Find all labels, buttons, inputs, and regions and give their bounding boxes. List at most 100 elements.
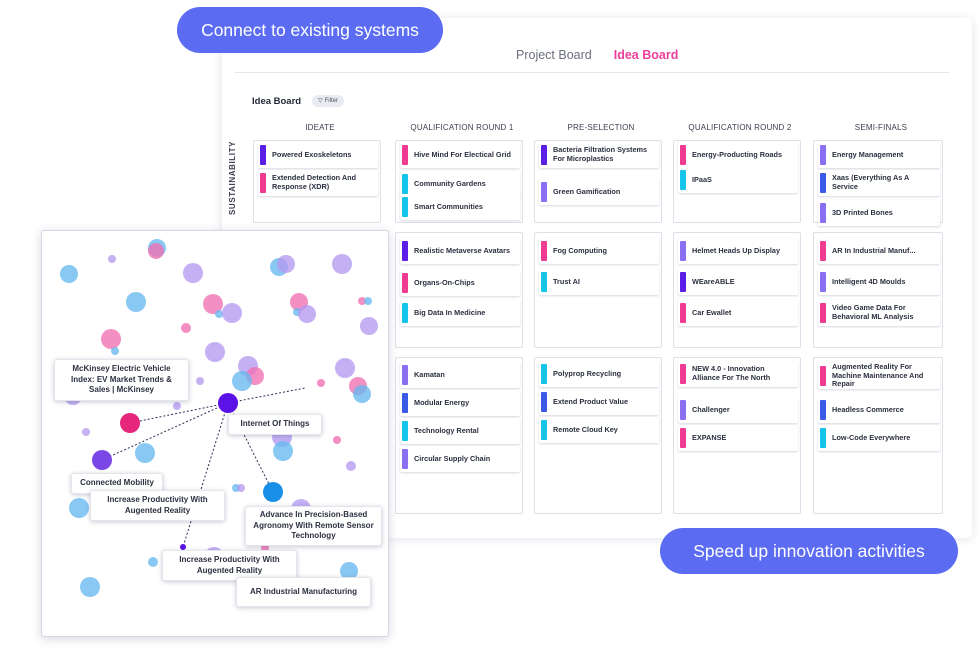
network-bubble[interactable] (237, 484, 245, 492)
network-bubble[interactable] (183, 263, 203, 283)
card-color-bar (820, 400, 826, 420)
idea-card[interactable]: Powered Exoskeletons (258, 142, 378, 168)
card-title: Modular Energy (414, 397, 470, 407)
idea-card[interactable]: Smart Communities (400, 194, 520, 220)
network-bubble[interactable] (205, 342, 225, 362)
network-bubble[interactable] (335, 358, 355, 378)
network-node-highlight[interactable] (92, 450, 112, 470)
card-color-bar (402, 145, 408, 165)
idea-card[interactable]: Circular Supply Chain (400, 446, 520, 472)
network-node-label[interactable]: Increase Productivity With Augented Real… (162, 550, 297, 581)
idea-card[interactable]: WEareABLE (678, 269, 798, 295)
network-bubble[interactable] (346, 461, 356, 471)
card-title: Video Game Data For Behavioral ML Analys… (832, 303, 914, 321)
network-bubble[interactable] (82, 428, 90, 436)
network-bubble[interactable] (196, 377, 204, 385)
idea-card[interactable]: Green Gamification (539, 179, 659, 205)
network-bubble[interactable] (298, 305, 316, 323)
idea-card[interactable]: AR In Industrial Manuf... (818, 238, 940, 264)
card-title: Energy-Producting Roads (692, 149, 783, 159)
idea-card[interactable]: Augmented Reality For Machine Maintenanc… (818, 362, 940, 389)
idea-card[interactable]: Low-Code Everywhere (818, 425, 940, 451)
idea-card[interactable]: Challenger (678, 397, 798, 423)
idea-card[interactable]: Hive Mind For Electical Grid (400, 142, 520, 168)
tab-project-board[interactable]: Project Board (516, 48, 592, 62)
idea-card[interactable]: 3D Printed Bones (818, 200, 940, 226)
idea-card[interactable]: Trust AI (539, 269, 659, 295)
network-bubble[interactable] (181, 323, 191, 333)
network-node-label[interactable]: Internet Of Things (228, 414, 322, 435)
idea-card[interactable]: Community Gardens (400, 171, 520, 197)
network-bubble[interactable] (148, 557, 158, 567)
network-node-label[interactable]: AR Industrial Manufacturing (236, 577, 371, 607)
network-bubble[interactable] (317, 379, 325, 387)
idea-card[interactable]: Modular Energy (400, 390, 520, 416)
idea-card[interactable]: NEW 4.0 - Innovation Alliance For The No… (678, 361, 798, 387)
card-title: Green Gamification (553, 186, 621, 196)
idea-card[interactable]: Organs-On-Chips (400, 270, 520, 296)
card-color-bar (402, 273, 408, 293)
network-bubble[interactable] (232, 371, 252, 391)
card-color-bar (680, 400, 686, 420)
network-node-label[interactable]: Increase Productivity With Augented Real… (90, 490, 225, 521)
network-bubble[interactable] (60, 265, 78, 283)
network-node-label[interactable]: Advance In Precision-Based Agronomy With… (245, 506, 382, 546)
network-bubble[interactable] (111, 347, 119, 355)
network-bubble[interactable] (222, 303, 242, 323)
idea-card[interactable]: Extended Detection And Response (XDR) (258, 170, 378, 196)
board-cell: AR In Industrial Manuf... Intelligent 4D … (813, 232, 943, 348)
network-bubble[interactable] (148, 243, 164, 259)
idea-card[interactable]: Energy Management (818, 142, 940, 168)
idea-card[interactable]: EXPANSE (678, 425, 798, 451)
idea-card[interactable]: Technology Rental (400, 418, 520, 444)
filter-icon: ▽ (318, 98, 323, 104)
idea-card[interactable]: Headless Commerce (818, 397, 940, 423)
card-color-bar (402, 365, 408, 385)
network-node-highlight[interactable] (218, 393, 238, 413)
network-bubble[interactable] (364, 297, 372, 305)
network-bubble[interactable] (353, 385, 371, 403)
network-bubble[interactable] (333, 436, 341, 444)
idea-card[interactable]: Bacteria Filtration Systems For Micropla… (539, 142, 659, 168)
network-node-highlight[interactable] (120, 413, 140, 433)
idea-card[interactable]: Xaas (Everything As A Service (818, 170, 940, 196)
idea-card[interactable]: Fog Computing (539, 238, 659, 264)
network-bubble[interactable] (340, 562, 358, 580)
idea-card[interactable]: Polyprop Recycling (539, 361, 659, 387)
idea-card[interactable]: Remote Cloud Key (539, 417, 659, 443)
network-bubble[interactable] (80, 577, 100, 597)
tab-idea-board[interactable]: Idea Board (613, 48, 679, 62)
card-color-bar (260, 173, 266, 193)
network-node-highlight[interactable] (180, 544, 186, 550)
network-bubble[interactable] (135, 443, 155, 463)
column-header-4: SEMI-FINALS (854, 123, 908, 132)
filter-button[interactable]: ▽ Filter (312, 95, 344, 107)
network-bubble[interactable] (273, 441, 293, 461)
idea-card[interactable]: Car Ewallet (678, 300, 798, 326)
idea-card[interactable]: IPaaS (678, 167, 798, 193)
network-bubble[interactable] (69, 498, 89, 518)
network-bubble[interactable] (101, 329, 121, 349)
idea-card[interactable]: Energy-Producting Roads (678, 142, 798, 168)
idea-card[interactable]: Helmet Heads Up Display (678, 238, 798, 264)
idea-card[interactable]: Video Game Data For Behavioral ML Analys… (818, 300, 940, 326)
network-node-highlight[interactable] (263, 482, 283, 502)
network-bubble[interactable] (358, 297, 366, 305)
network-bubble[interactable] (277, 255, 295, 273)
idea-card[interactable]: Realistic Metaverse Avatars (400, 238, 520, 264)
idea-card[interactable]: Big Data In Medicine (400, 300, 520, 326)
network-bubble[interactable] (173, 402, 181, 410)
card-title: Augmented Reality For Machine Maintenanc… (832, 362, 924, 389)
network-bubble[interactable] (126, 292, 146, 312)
network-bubble[interactable] (360, 317, 378, 335)
network-bubble[interactable] (215, 310, 223, 318)
idea-card[interactable]: Extend Product Value (539, 389, 659, 415)
network-node-label[interactable]: McKinsey Electric Vehicle Index: EV Mark… (54, 359, 189, 401)
network-bubble[interactable] (108, 255, 116, 263)
idea-card[interactable]: Intelligent 4D Moulds (818, 269, 940, 295)
network-bubble[interactable] (332, 254, 352, 274)
idea-card[interactable]: Kamatan (400, 362, 520, 388)
network-bubble[interactable] (203, 294, 223, 314)
